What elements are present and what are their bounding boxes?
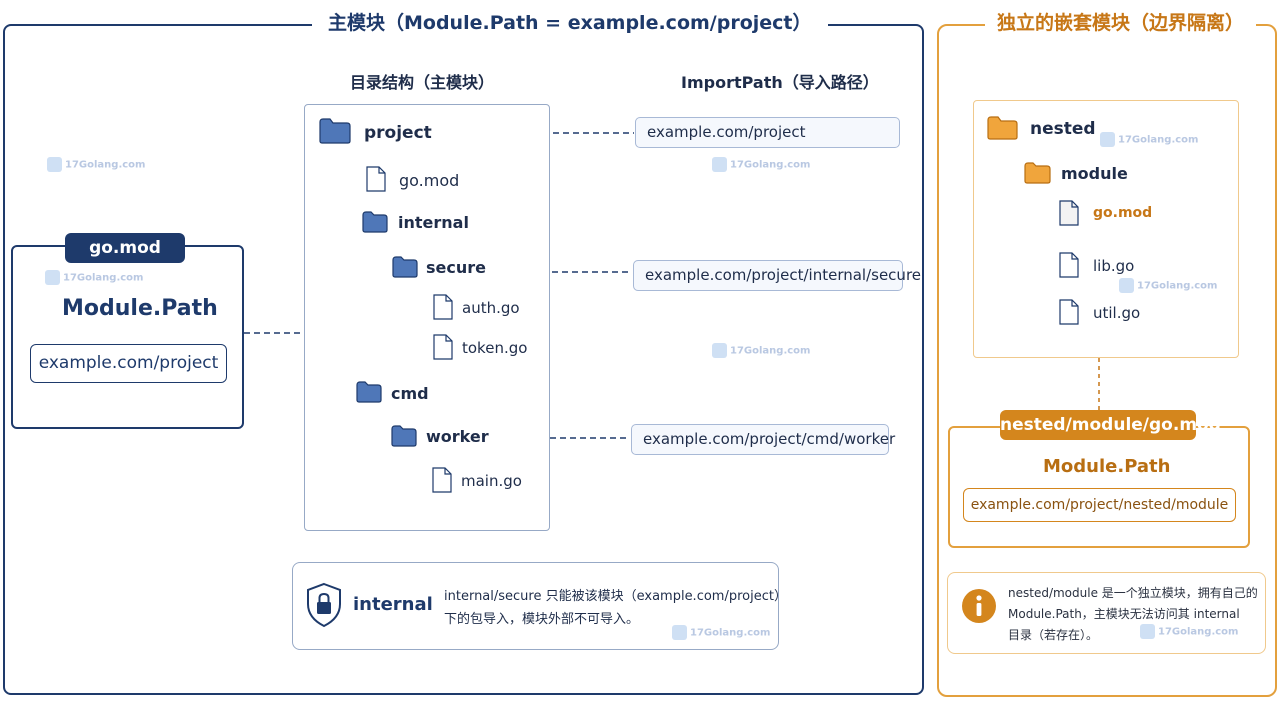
nested-directory-tree	[973, 100, 1239, 358]
nested-gomod-card	[948, 426, 1250, 548]
info-icon	[962, 589, 996, 623]
file-icon	[366, 166, 386, 192]
import-path-secure: example.com/project/internal/secure	[633, 260, 921, 291]
tree-token: token.go	[462, 339, 528, 357]
watermark-logo-icon	[47, 157, 62, 172]
nested-info-note	[947, 572, 1266, 654]
watermark: 17Golang.com	[1100, 132, 1198, 147]
watermark: 17Golang.com	[672, 625, 770, 640]
folder-icon	[391, 425, 417, 447]
tree-gomod: go.mod	[399, 171, 460, 190]
watermark-logo-icon	[1119, 278, 1134, 293]
nested-info-line3: 目录（若存在）。	[1008, 628, 1099, 642]
nested-tree-module: module	[1061, 164, 1128, 183]
nested-tree-gomod: go.mod	[1093, 205, 1153, 221]
nested-info-line2: Module.Path，主模块无法访问其 internal	[1008, 607, 1240, 621]
file-icon	[433, 334, 453, 360]
nested-module-path-label: Module.Path	[1043, 456, 1171, 477]
import-path-project: example.com/project	[635, 117, 900, 148]
file-icon	[1059, 200, 1079, 226]
tree-worker: worker	[426, 427, 489, 446]
tree-auth: auth.go	[462, 299, 520, 317]
watermark-logo-icon	[712, 157, 727, 172]
tree-secure: secure	[426, 258, 486, 277]
nested-tree-util: util.go	[1093, 304, 1141, 322]
file-icon	[1059, 299, 1079, 325]
nested-tree-nested: nested	[1030, 119, 1096, 139]
watermark: 17Golang.com	[1119, 278, 1217, 293]
nested-module-path-value: example.com/project/nested/module	[963, 488, 1236, 522]
watermark-logo-icon	[1100, 132, 1115, 147]
folder-icon	[362, 211, 388, 233]
watermark: 17Golang.com	[45, 270, 143, 285]
watermark: 17Golang.com	[47, 157, 145, 172]
watermark-logo-icon	[1140, 624, 1155, 639]
folder-icon	[319, 118, 351, 144]
main-module-title: 主模块（Module.Path = example.com/project）	[312, 9, 828, 37]
folder-icon	[392, 256, 418, 278]
nested-tree-lib: lib.go	[1093, 257, 1135, 275]
tree-main: main.go	[461, 472, 522, 490]
nested-module-title: 独立的嵌套模块（边界隔离）	[985, 9, 1257, 37]
internal-note	[292, 562, 779, 650]
tree-cmd: cmd	[391, 384, 429, 403]
watermark-logo-icon	[712, 343, 727, 358]
shield-lock-icon	[307, 582, 341, 628]
import-path-header: ImportPath（导入路径）	[681, 73, 879, 92]
folder-icon	[1024, 162, 1051, 184]
internal-note-line2: 下的包导入，模块外部不可导入。	[444, 612, 640, 627]
nested-info-line1: nested/module 是一个独立模块，拥有自己的	[1008, 586, 1258, 600]
module-path-value: example.com/project	[30, 344, 227, 383]
directory-structure-header: 目录结构（主模块）	[350, 73, 495, 92]
directory-tree	[304, 104, 550, 531]
module-path-label: Module.Path	[62, 296, 218, 321]
import-path-worker: example.com/project/cmd/worker	[631, 424, 895, 455]
file-icon	[1059, 252, 1079, 278]
internal-note-line1: internal/secure 只能被该模块（example.com/proje…	[444, 589, 787, 604]
folder-icon	[987, 116, 1018, 140]
gomod-pill: go.mod	[65, 233, 185, 263]
watermark-logo-icon	[672, 625, 687, 640]
watermark: 17Golang.com	[712, 343, 810, 358]
tree-internal: internal	[398, 213, 469, 232]
watermark: 17Golang.com	[712, 157, 810, 172]
internal-note-label: internal	[353, 594, 433, 615]
watermark-logo-icon	[45, 270, 60, 285]
watermark: 17Golang.com	[1140, 624, 1238, 639]
folder-icon	[356, 381, 382, 403]
nested-gomod-pill: nested/module/go.mod	[1000, 410, 1221, 440]
tree-project: project	[364, 123, 432, 143]
file-icon	[432, 467, 452, 493]
file-icon	[433, 294, 453, 320]
